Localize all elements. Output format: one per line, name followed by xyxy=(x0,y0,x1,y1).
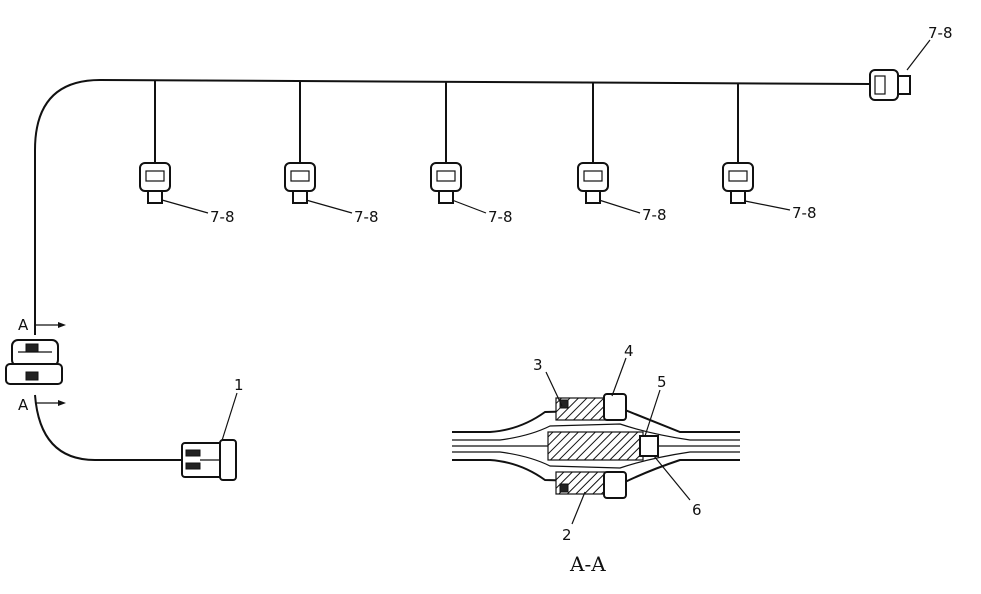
connector-label-3: 7-8 xyxy=(488,208,513,226)
part-label-5: 5 xyxy=(657,373,667,391)
leader-lines xyxy=(161,39,931,451)
section-title: A-A xyxy=(569,552,606,576)
lower-harness-wire xyxy=(34,394,183,461)
end-connector xyxy=(869,69,911,101)
connector-label-6: 7-8 xyxy=(928,24,953,42)
section-mark-bottom: A xyxy=(18,396,29,414)
branch-drops xyxy=(154,80,739,165)
connector-label-2: 7-8 xyxy=(354,208,379,226)
section-view xyxy=(452,393,740,499)
grommet xyxy=(5,339,63,385)
section-mark-top: A xyxy=(18,316,29,334)
part-label-2: 2 xyxy=(562,526,572,544)
section-leaders xyxy=(545,357,691,525)
part-label-1: 1 xyxy=(234,376,244,394)
injector-connector-1 xyxy=(139,162,171,204)
part-label-6: 6 xyxy=(692,501,702,519)
injector-connector-5 xyxy=(722,162,754,204)
connector-label-1: 7-8 xyxy=(210,208,235,226)
injector-connector-3 xyxy=(430,162,462,204)
injector-connector-2 xyxy=(284,162,316,204)
part-label-4: 4 xyxy=(624,342,634,360)
main-harness-wire xyxy=(34,78,871,335)
part-label-3: 3 xyxy=(533,356,543,374)
main-connector xyxy=(181,439,237,481)
connector-label-5: 7-8 xyxy=(792,204,817,222)
connector-label-4: 7-8 xyxy=(642,206,667,224)
injector-connector-4 xyxy=(577,162,609,204)
section-arrows xyxy=(35,322,66,406)
